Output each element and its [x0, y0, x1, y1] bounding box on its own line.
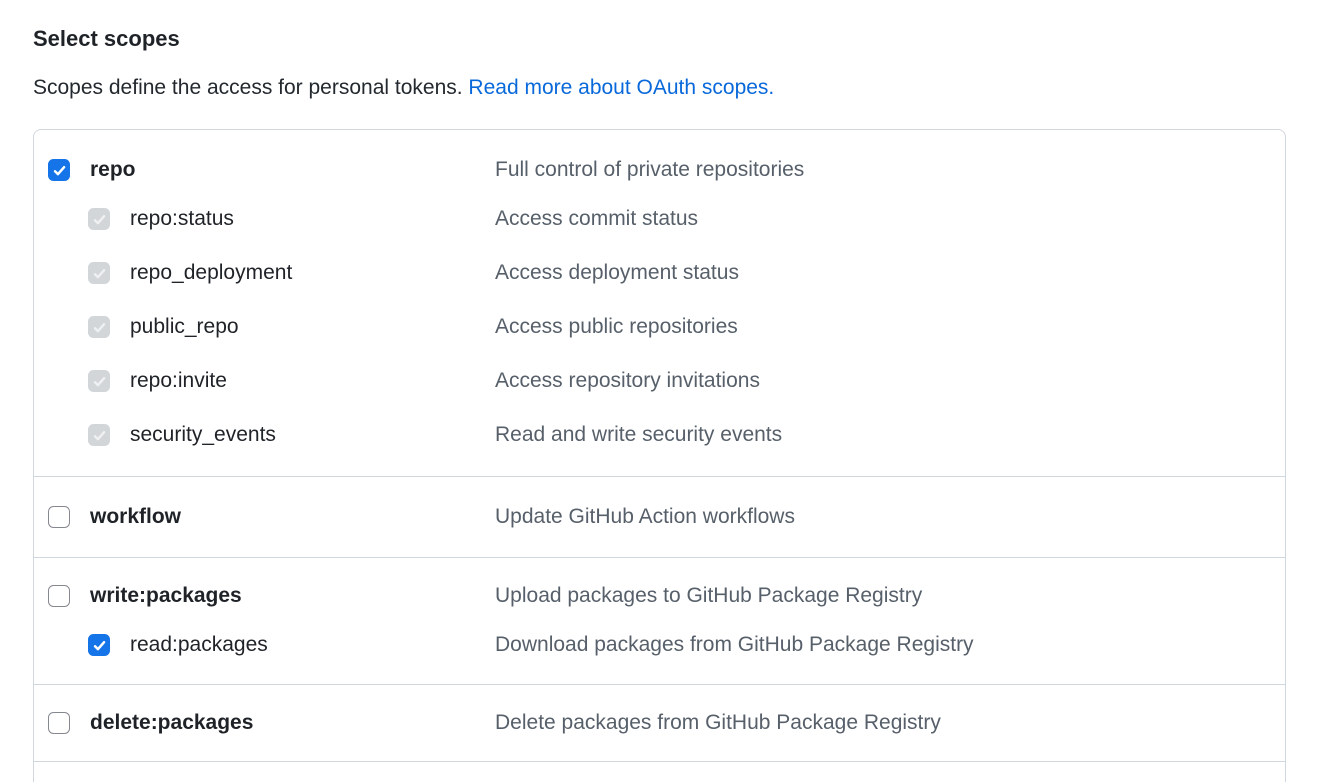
check-icon [93, 640, 105, 651]
scope-row-workflow: workflow Update GitHub Action workflows [34, 495, 1285, 539]
checkbox-repo-invite [88, 370, 110, 393]
scope-label-delete-packages[interactable]: delete:packages [90, 711, 254, 735]
scope-description-security-events: Read and write security events [495, 423, 783, 447]
check-icon [93, 376, 105, 387]
scope-row-repo: repo Full control of private repositorie… [34, 148, 1285, 192]
checkbox-read-packages[interactable] [88, 634, 110, 657]
scope-description-repo-status: Access commit status [495, 207, 699, 231]
checkbox-public-repo [88, 316, 110, 339]
scope-label-public-repo: public_repo [130, 315, 239, 339]
scope-description-repo: Full control of private repositories [495, 158, 805, 182]
page-subtitle: Scopes define the access for personal to… [33, 73, 1286, 103]
scope-label-security-events: security_events [130, 423, 276, 447]
scope-label-cell: repo:invite [48, 369, 495, 393]
check-icon [93, 214, 105, 225]
scope-description-delete-packages: Delete packages from GitHub Package Regi… [495, 711, 941, 735]
scope-label-cell: workflow [48, 505, 495, 529]
scope-label-repo-status: repo:status [130, 207, 234, 231]
scope-description-workflow: Update GitHub Action workflows [495, 505, 795, 529]
scope-label-repo-invite: repo:invite [130, 369, 227, 393]
oauth-scopes-link[interactable]: Read more about OAuth scopes. [468, 76, 775, 100]
scope-group-repo: repo Full control of private repositorie… [34, 130, 1285, 476]
page-title: Select scopes [33, 26, 180, 51]
checkbox-repo-status [88, 208, 110, 231]
scope-description-write-packages: Upload packages to GitHub Package Regist… [495, 584, 923, 608]
checkbox-security-events [88, 424, 110, 447]
checkbox-delete-packages[interactable] [48, 712, 70, 735]
scope-row-write-packages: write:packages Upload packages to GitHub… [34, 574, 1285, 618]
check-icon [93, 430, 105, 441]
scope-row-delete-packages: delete:packages Delete packages from Git… [34, 701, 1285, 745]
scope-label-repo-deployment: repo_deployment [130, 261, 293, 285]
scope-label-cell: security_events [48, 423, 495, 447]
scope-description-repo-invite: Access repository invitations [495, 369, 760, 393]
scope-description-read-packages: Download packages from GitHub Package Re… [495, 633, 974, 657]
checkbox-repo-deployment [88, 262, 110, 285]
scope-label-cell: repo [48, 158, 495, 182]
check-icon [53, 165, 65, 176]
scope-group-write-packages: write:packages Upload packages to GitHub… [34, 557, 1285, 684]
scope-label-repo[interactable]: repo [90, 158, 136, 182]
scope-description-repo-deployment: Access deployment status [495, 261, 739, 285]
scope-label-cell: read:packages [48, 633, 495, 657]
scope-label-workflow[interactable]: workflow [90, 505, 182, 529]
scope-label-cell: repo_deployment [48, 261, 495, 285]
scope-row-repo-deployment: repo_deployment Access deployment status [34, 246, 1285, 300]
check-icon [93, 268, 105, 279]
scope-row-read-packages: read:packages Download packages from Git… [34, 618, 1285, 672]
check-icon [93, 322, 105, 333]
scope-row-repo-invite: repo:invite Access repository invitation… [34, 354, 1285, 408]
scope-label-cell: repo:status [48, 207, 495, 231]
scope-label-write-packages[interactable]: write:packages [90, 584, 242, 608]
subtitle-text: Scopes define the access for personal to… [33, 76, 469, 100]
scope-row-security-events: security_events Read and write security … [34, 408, 1285, 462]
scope-row-repo-status: repo:status Access commit status [34, 192, 1285, 246]
scope-group-delete-packages: delete:packages Delete packages from Git… [34, 684, 1285, 761]
checkbox-repo[interactable] [48, 159, 70, 182]
scope-label-cell: write:packages [48, 584, 495, 608]
scopes-box: repo Full control of private repositorie… [33, 129, 1286, 782]
scope-label-cell: delete:packages [48, 711, 495, 735]
scope-group-cutoff [34, 761, 1285, 782]
scope-description-public-repo: Access public repositories [495, 315, 738, 339]
scope-label-read-packages[interactable]: read:packages [130, 633, 268, 657]
checkbox-workflow[interactable] [48, 506, 70, 529]
checkbox-write-packages[interactable] [48, 585, 70, 608]
scope-group-workflow: workflow Update GitHub Action workflows [34, 476, 1285, 557]
scope-row-public-repo: public_repo Access public repositories [34, 300, 1285, 354]
scope-label-cell: public_repo [48, 315, 495, 339]
